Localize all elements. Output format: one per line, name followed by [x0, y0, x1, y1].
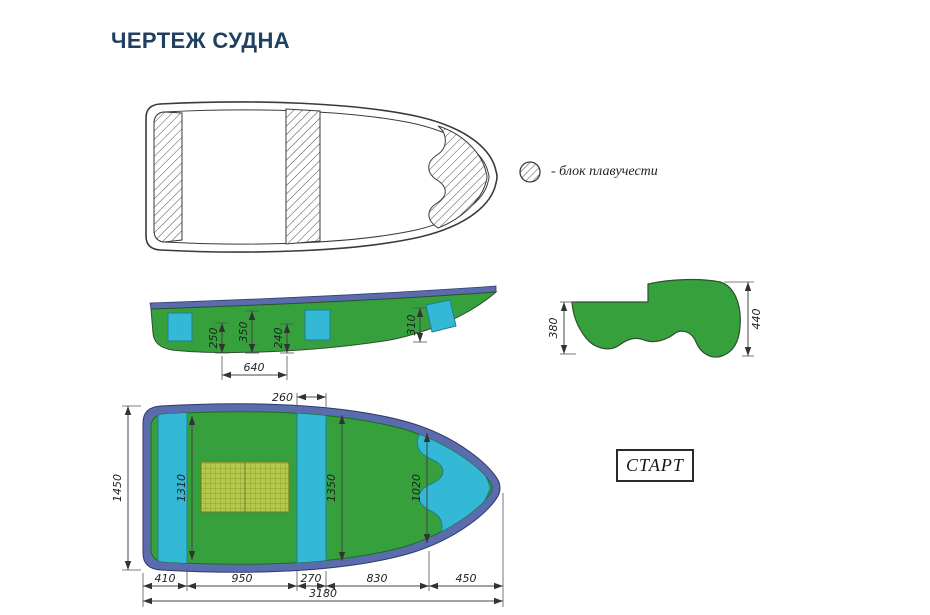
top-view-drawing	[145, 101, 498, 253]
dim-height-310: 310	[405, 307, 427, 343]
dim-width-1310: 1310	[175, 416, 196, 560]
buoyancy-block-bow	[428, 125, 488, 229]
model-badge: СТАРТ	[616, 449, 694, 482]
dim-label-350: 350	[237, 322, 250, 343]
stern-seat	[157, 411, 188, 565]
dim-width-640: 640	[221, 356, 288, 380]
dim-chain-bottom: 410 950 270 830 450	[142, 493, 504, 607]
floor-mat-left	[200, 461, 246, 513]
hatched-circle-icon	[519, 161, 541, 183]
middle-seat	[296, 411, 327, 565]
model-badge-label: СТАРТ	[626, 455, 684, 475]
side-view-drawing: 250 350 240 310 640	[149, 285, 498, 380]
dim-height-240: 240	[272, 323, 294, 354]
dim-label-270: 270	[301, 572, 322, 585]
dim-label-240: 240	[272, 328, 285, 349]
dim-height-380: 380	[548, 301, 576, 355]
dim-label-450: 450	[456, 572, 477, 585]
dim-label-310: 310	[405, 315, 418, 336]
floor-mat-right	[244, 461, 290, 513]
dim-label-1350: 1350	[325, 474, 338, 502]
transom-view-drawing: 380 440	[548, 278, 763, 358]
dim-label-250: 250	[207, 328, 220, 349]
dim-beam-1450: 1450	[111, 405, 141, 571]
legend: - блок плавучести	[518, 160, 658, 184]
dim-label-830: 830	[367, 572, 388, 585]
dim-height-440: 440	[724, 281, 763, 357]
seat-mark-middle	[304, 309, 331, 341]
dim-label-410: 410	[155, 572, 176, 585]
page-title: ЧЕРТЕЖ СУДНА	[111, 28, 291, 53]
dim-label-440: 440	[750, 309, 763, 330]
dim-width-260: 260	[272, 391, 327, 407]
dim-label-1310: 1310	[175, 474, 188, 502]
dim-height-350: 350	[237, 310, 259, 354]
seat-mark-stern	[167, 312, 193, 342]
plan-view-drawing: 260 1450 1310 1350 1020 410 950 270 830 …	[111, 391, 504, 607]
transom-section-shape	[571, 278, 741, 358]
seat-mark-bow	[425, 299, 457, 333]
dim-width-1020: 1020	[410, 433, 431, 543]
dim-label-950: 950	[232, 572, 253, 585]
dim-label-1450: 1450	[111, 474, 124, 502]
dim-label-640: 640	[244, 361, 265, 374]
dim-label-3180: 3180	[309, 587, 337, 600]
hull-outer-outline	[145, 101, 498, 253]
dim-total-3180: 3180	[143, 587, 503, 605]
dim-label-380: 380	[548, 318, 560, 339]
dim-height-250: 250	[207, 322, 229, 354]
buoyancy-block-middle	[285, 108, 321, 245]
buoyancy-block-stern	[153, 111, 183, 243]
legend-label: - блок плавучести	[551, 164, 658, 179]
dim-label-1020: 1020	[410, 474, 423, 502]
dim-width-1350: 1350	[325, 415, 346, 561]
dim-label-260: 260	[272, 391, 293, 404]
